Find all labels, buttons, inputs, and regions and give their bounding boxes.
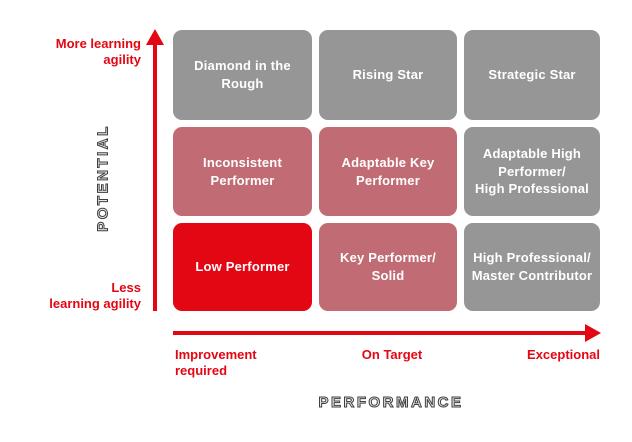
grid-cell-strategic-star: Strategic Star <box>464 30 600 120</box>
grid-cell-label: Adaptable High Performer/ High Professio… <box>475 146 589 197</box>
x-axis-title: PERFORMANCE <box>318 394 464 412</box>
grid-cell-label: Inconsistent Performer <box>203 154 282 188</box>
x-axis-start-label: Improvement required <box>175 347 257 378</box>
grid-cell-diamond-in-the-rough: Diamond in the Rough <box>173 30 312 120</box>
grid-cell-low-performer: Low Performer <box>173 223 312 311</box>
y-axis-arrow-line <box>153 44 157 311</box>
grid-cell-high-professional: High Professional/ Master Contributor <box>464 223 600 311</box>
x-axis-mid-label: On Target <box>361 347 423 362</box>
grid-cell-label: Low Performer <box>195 259 290 275</box>
grid-cell-label: Strategic Star <box>488 67 576 83</box>
y-axis-bottom-label: Less learning agility <box>49 280 141 311</box>
y-axis-arrow-up-icon <box>146 29 164 45</box>
grid-cell-label: High Professional/ Master Contributor <box>471 250 593 283</box>
grid-cell-label: Diamond in the Rough <box>194 58 291 91</box>
grid-cell-inconsistent-performer: Inconsistent Performer <box>173 127 312 216</box>
y-axis-title: POTENTIAL <box>94 124 112 233</box>
y-axis-top-label: More learning agility <box>55 36 141 67</box>
grid-cell-label: Key Performer/ Solid <box>339 250 436 283</box>
x-axis-end-label: Exceptional <box>527 347 600 362</box>
grid-cell-key-performer-solid: Key Performer/ Solid <box>319 223 457 311</box>
matrix-grid: Diamond in the Rough Rising Star Strateg… <box>173 30 600 311</box>
grid-cell-label: Adaptable Key Performer <box>341 154 435 188</box>
x-axis-arrow-line <box>173 331 585 335</box>
x-axis-arrow-right-icon <box>585 324 601 342</box>
grid-cell-adaptable-key-performer: Adaptable Key Performer <box>319 127 457 216</box>
grid-cell-adaptable-high-performer: Adaptable High Performer/ High Professio… <box>464 127 600 216</box>
grid-cell-rising-star: Rising Star <box>319 30 457 120</box>
grid-cell-label: Rising Star <box>352 67 424 83</box>
